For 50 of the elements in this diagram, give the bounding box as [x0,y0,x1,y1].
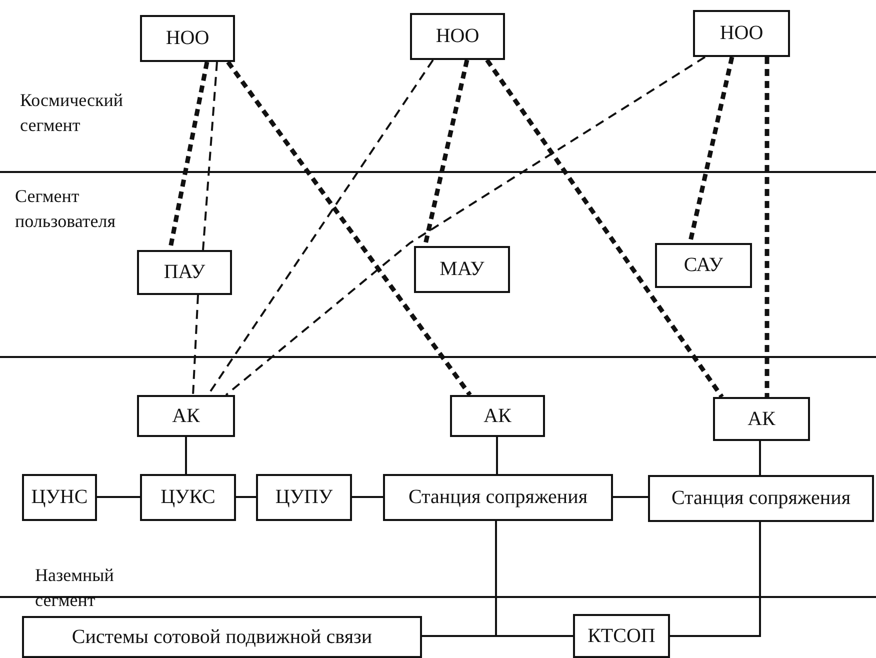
connector-line [236,496,256,498]
node-label: ПАУ [164,261,206,284]
node-label: НОО [436,25,480,48]
connector-line [496,437,498,474]
segment-label: Сегмент пользователя [15,185,116,234]
block-box [22,616,422,658]
block-box [414,246,510,293]
radio-link [202,62,218,250]
connector-line [352,496,383,498]
radio-link [485,58,724,398]
node-label: ЦУКС [160,486,216,509]
block-box [137,395,235,437]
node-label: Станция сопряжения [671,487,851,510]
node-label: ЦУПУ [275,486,333,509]
block-box [450,395,545,437]
node-label: АК [484,404,512,428]
block-box [410,13,505,60]
connector-line [185,437,187,474]
block-box [573,614,670,658]
node-label: САУ [684,254,724,277]
radio-link [764,57,770,397]
segment-label: Космический сегмент [20,89,124,138]
connector-line [97,496,140,498]
block-box [256,474,352,521]
block-box [693,10,790,57]
node-label: Станция сопряжения [408,486,588,509]
node-label: АК [748,408,776,430]
block-box [22,474,97,521]
radio-link [192,294,199,396]
connector-line [613,496,648,498]
connector-line [759,441,761,475]
node-label: Системы сотовой подвижной связи [72,626,372,648]
block-box [383,474,613,521]
block-box [648,475,874,522]
radio-link [226,60,472,396]
block-box [140,474,236,521]
block-box [140,15,235,62]
node-label: ЦУНС [31,486,88,509]
radio-link [225,56,706,396]
connector-line [670,522,761,637]
segment-label: Наземный сегмент [35,564,115,612]
block-box [655,243,752,288]
block-box [137,250,232,295]
node-label: МАУ [440,258,484,281]
connector-line [422,521,497,637]
block-box [713,397,810,441]
node-label: НОО [720,22,764,45]
node-label: КТСОП [588,624,656,648]
node-label: АК [172,404,200,428]
node-label: НОО [166,27,210,50]
